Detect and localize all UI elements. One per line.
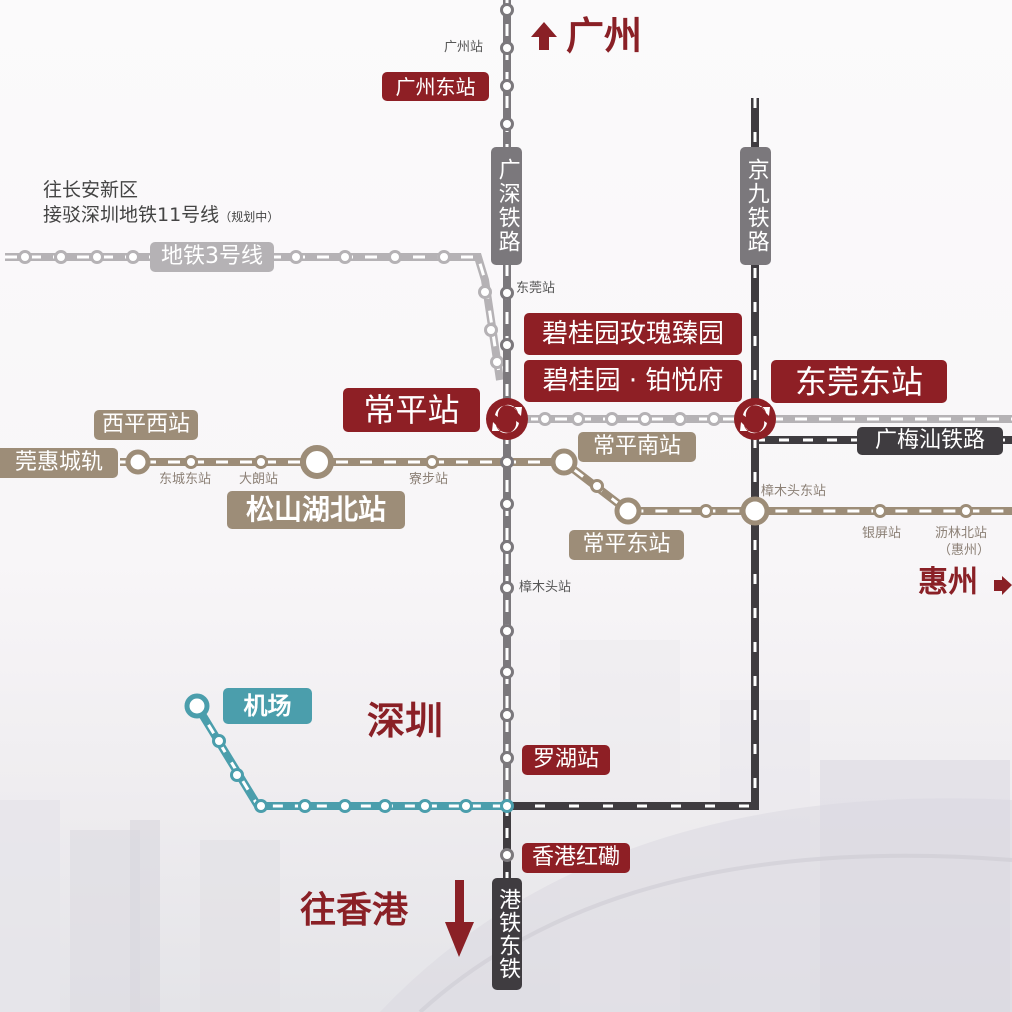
line-tag-jingjiu: 京九铁路 — [740, 147, 771, 265]
line-tag-airport: 机场 — [223, 688, 312, 724]
line-tag-guangshen-text: 广深铁路 — [494, 158, 520, 254]
interchange-icon-changping — [486, 398, 528, 440]
station-tag-dongguan-east: 东莞东站 — [771, 360, 947, 403]
interchange-icon-dongguan-east — [734, 398, 776, 440]
airport-line — [184, 693, 514, 813]
station-dongchengdong: 东城东站 — [159, 472, 212, 487]
note-line2: 接驳深圳地铁11号线（规划中） — [43, 206, 279, 225]
line-tag-metro3: 地铁3号线 — [150, 242, 274, 272]
station-dalang: 大朗站 — [239, 472, 279, 487]
station-yinping: 银屏站 — [862, 526, 902, 541]
station-tag-changping-east: 常平东站 — [569, 530, 684, 560]
arrow-down-icon — [445, 880, 474, 957]
line-tag-guangmeishan: 广梅汕铁路 — [857, 427, 1003, 455]
station-tag-xipingxi: 西平西站 — [94, 410, 198, 440]
arrow-right-icon — [994, 576, 1012, 595]
station-tag-songshanhu-north: 松山湖北站 — [227, 491, 405, 529]
project-tag-rose-garden: 碧桂园玫瑰臻园 — [524, 313, 742, 355]
city-shenzhen: 深圳 — [367, 699, 444, 743]
station-tag-hung-hom: 香港红磡 — [522, 843, 630, 873]
guanhui-line — [120, 445, 1012, 526]
station-tag-guangzhou-east: 广州东站 — [382, 72, 489, 101]
direction-huizhou: 惠州 — [918, 565, 978, 600]
line-tag-guangshen: 广深铁路 — [491, 147, 522, 265]
station-lilin-north: 沥林北站 — [935, 526, 988, 541]
line-tag-mtr-east: 港铁东铁 — [492, 878, 522, 990]
station-liaobu: 寮步站 — [409, 472, 449, 487]
line-tag-guanhui: 莞惠城轨 — [0, 448, 118, 478]
station-tag-changping: 常平站 — [343, 388, 480, 432]
line-tag-jingjiu-text: 京九铁路 — [743, 158, 769, 254]
station-tag-changping-south: 常平南站 — [578, 432, 696, 462]
station-dongguan: 东莞站 — [516, 281, 556, 296]
station-zhangmutou: 樟木头站 — [519, 580, 572, 595]
station-lilin-north-sub: （惠州） — [938, 543, 991, 558]
station-guangzhou: 广州站 — [444, 40, 484, 55]
note-line2-suffix: （规划中） — [219, 210, 280, 224]
line-tag-mtr-east-text: 港铁东铁 — [495, 888, 521, 980]
arrow-up-icon — [531, 22, 557, 50]
project-tag-boyue-mansion: 碧桂园 · 铂悦府 — [524, 360, 742, 402]
note-line1: 往长安新区 — [43, 179, 139, 201]
station-zhangmutou-east: 樟木头东站 — [761, 484, 827, 499]
note-line2-main: 接驳深圳地铁11号线 — [43, 204, 220, 226]
direction-guangzhou: 广州 — [566, 14, 643, 58]
direction-to-hongkong: 往香港 — [300, 890, 409, 931]
station-tag-luohu: 罗湖站 — [522, 745, 610, 775]
